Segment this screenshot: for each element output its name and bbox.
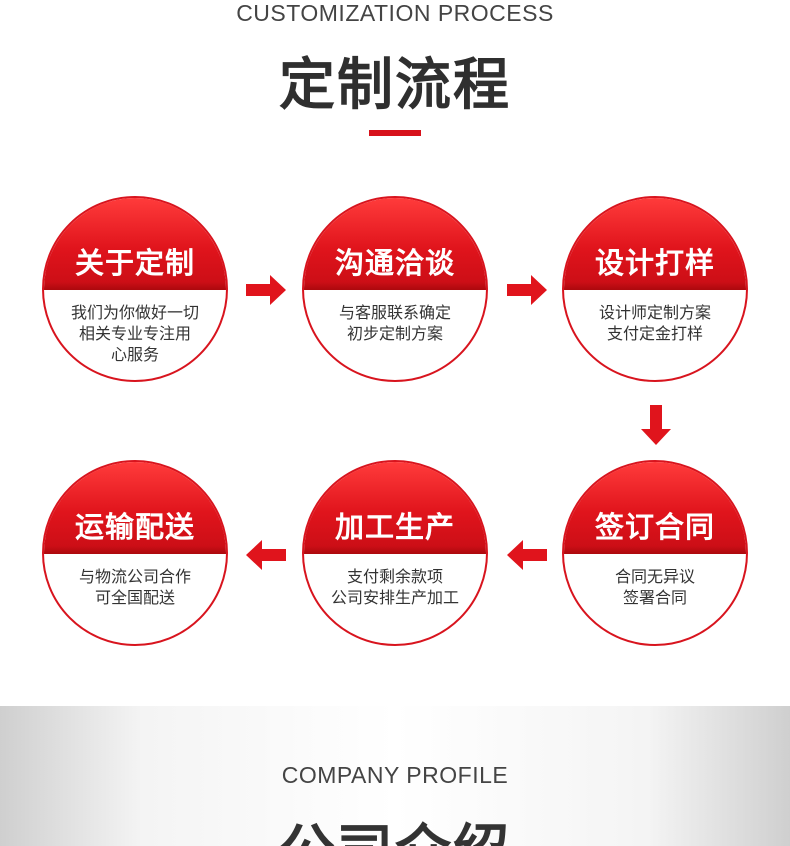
step-description: 合同无异议 签署合同 — [614, 567, 695, 607]
step-sign-contract: 签订合同 合同无异议 签署合同 — [562, 460, 748, 646]
step-description: 我们为你做好一切 相关专业专注用 心服务 — [70, 303, 199, 364]
step-header — [564, 198, 746, 290]
arrow-right-icon — [507, 275, 547, 305]
step-communication: 沟通洽谈 与客服联系确定 初步定制方案 — [302, 196, 488, 382]
step-label: 运输配送 — [74, 510, 195, 544]
step-about-customization: 关于定制 我们为你做好一切 相关专业专注用 心服务 — [42, 196, 228, 382]
profile-title: 公司介绍 — [0, 806, 790, 846]
step-header — [304, 198, 486, 290]
step-description: 与客服联系确定 初步定制方案 — [338, 303, 451, 343]
profile-subtitle: COMPANY PROFILE — [281, 762, 509, 788]
arrow-left-icon — [507, 540, 547, 570]
step-label: 签订合同 — [594, 510, 715, 544]
step-label: 沟通洽谈 — [334, 246, 455, 280]
section-subtitle: CUSTOMIZATION PROCESS — [236, 0, 554, 26]
step-description: 与物流公司合作 可全国配送 — [78, 567, 191, 607]
step-label: 加工生产 — [334, 510, 455, 544]
step-header — [44, 462, 226, 554]
step-header — [564, 462, 746, 554]
step-description: 设计师定制方案 支付定金打样 — [598, 303, 711, 343]
title-underline — [369, 130, 421, 136]
section-title: 定制流程 — [279, 53, 511, 118]
step-header — [44, 198, 226, 290]
company-profile-section: COMPANY PROFILE 公司介绍 — [0, 706, 790, 846]
arrow-right-icon — [246, 275, 286, 305]
step-label: 设计打样 — [594, 246, 715, 280]
step-header — [304, 462, 486, 554]
step-description: 支付剩余款项 公司安排生产加工 — [330, 567, 459, 607]
arrow-down-icon — [641, 405, 671, 445]
arrow-left-icon — [246, 540, 286, 570]
step-production: 加工生产 支付剩余款项 公司安排生产加工 — [302, 460, 488, 646]
step-label: 关于定制 — [74, 246, 195, 280]
step-design-sampling: 设计打样 设计师定制方案 支付定金打样 — [562, 196, 748, 382]
step-delivery: 运输配送 与物流公司合作 可全国配送 — [42, 460, 228, 646]
